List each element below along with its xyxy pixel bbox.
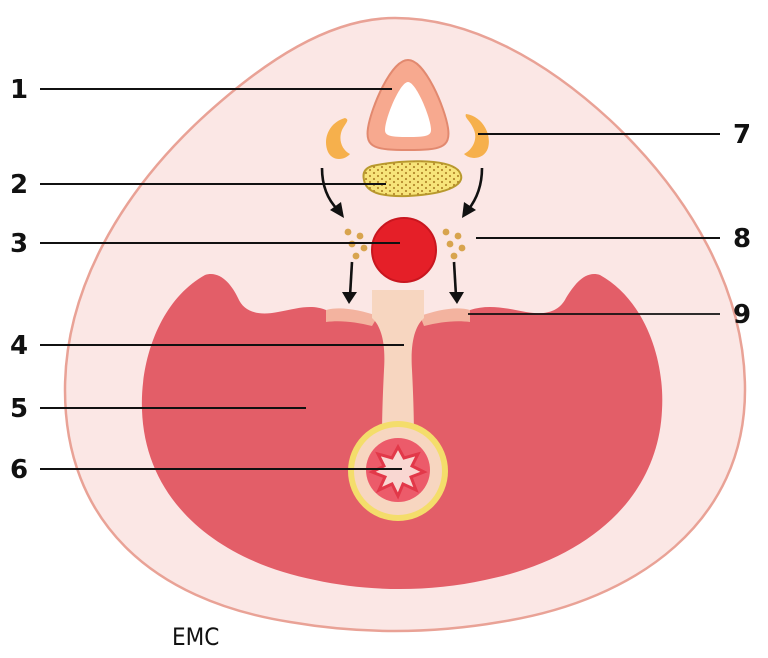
label-2: 2 [10,170,28,200]
anal-lumen [372,447,424,496]
label-9: 9 [733,300,751,330]
label-5: 5 [10,394,28,424]
label-1: 1 [10,75,28,105]
label-4: 4 [10,331,28,361]
red-circle [372,218,436,282]
label-6: 6 [10,455,28,485]
label-8: 8 [733,224,751,254]
yellow-structure [363,161,461,196]
label-3: 3 [10,229,28,259]
watermark-logo: EMC [172,623,219,651]
label-7: 7 [733,120,751,150]
